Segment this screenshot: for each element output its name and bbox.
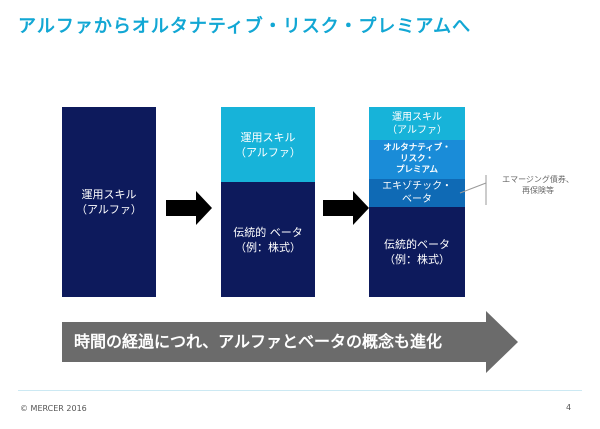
alpha-small-line2: （アルファ） (235, 145, 301, 159)
alpha-block: 運用スキル （アルファ） (62, 107, 156, 297)
alpha-smallest-line2: （アルファ） (387, 124, 447, 136)
callout-line2: 再保険等 (522, 186, 554, 195)
traditional-beta-line1: 伝統的 ベータ (233, 225, 303, 239)
alpha-block-smallest: 運用スキル （アルファ） (369, 107, 465, 140)
arp-line2: リスク・ (400, 154, 434, 164)
traditional-beta-block: 伝統的 ベータ （例：株式） (221, 182, 315, 297)
timeline-arrow-label: 時間の経過につれ、アルファとベータの概念も進化 (74, 332, 443, 351)
arp-line1: オルタナティブ・ (383, 143, 451, 153)
callout-connector (459, 175, 487, 205)
page-number: 4 (566, 403, 572, 412)
alternative-risk-premia-block: オルタナティブ・ リスク・ プレミアム (369, 140, 465, 179)
callout-line1: エマージング債券、 (502, 175, 574, 184)
footer-divider (18, 390, 582, 391)
right-arrow-icon (166, 191, 212, 225)
traditional-beta-line2: （例：株式） (235, 240, 301, 254)
exotic-line1: エキゾチック・ (382, 181, 452, 192)
right-arrow-icon (323, 191, 369, 225)
traditional-beta2-line1: 伝統的ベータ (384, 238, 450, 251)
alpha-block-line2: （アルファ） (76, 203, 142, 216)
slide-title: アルファからオルタナティブ・リスク・プレミアムへ (18, 16, 472, 37)
exotic-line2: ベータ (402, 194, 432, 205)
traditional-beta-block-2: 伝統的ベータ （例：株式） (369, 207, 465, 297)
alpha-smallest-line1: 運用スキル (392, 111, 442, 123)
callout-label: エマージング債券、 再保険等 (478, 174, 598, 196)
timeline-arrow-icon (62, 311, 518, 373)
alpha-block-small: 運用スキル （アルファ） (221, 107, 315, 182)
copyright: © MERCER 2016 (20, 404, 87, 413)
traditional-beta2-line2: （例：株式） (384, 253, 450, 266)
alpha-block-line1: 運用スキル (81, 188, 137, 201)
arp-line3: プレミアム (396, 165, 438, 175)
exotic-beta-block: エキゾチック・ ベータ (369, 179, 465, 207)
alpha-small-line1: 運用スキル (240, 130, 296, 144)
